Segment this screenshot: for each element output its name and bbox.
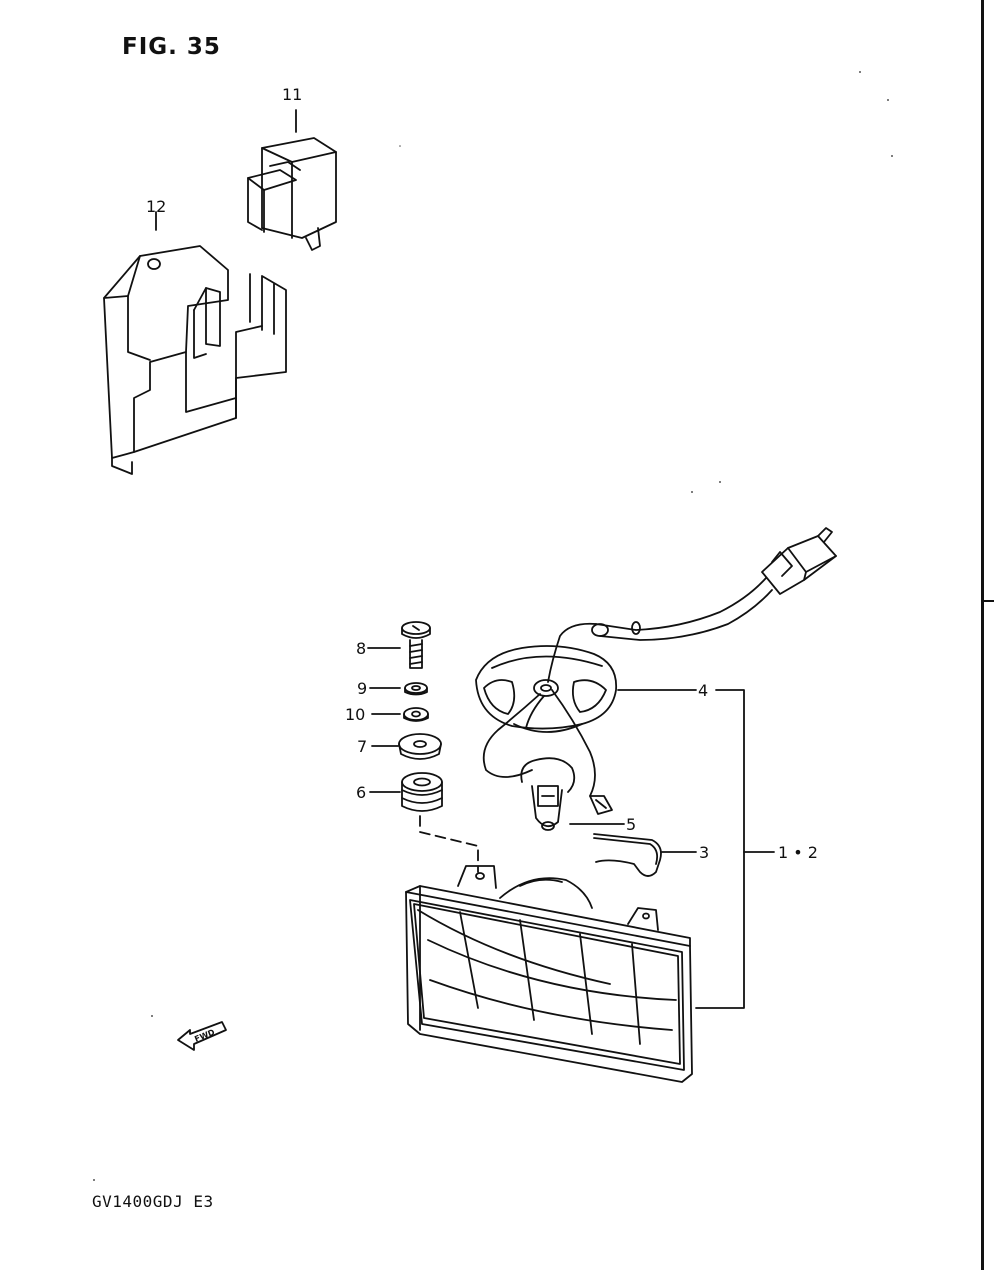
callout-7: 7 — [357, 737, 367, 756]
callout-1-2: 1 • 2 — [778, 843, 818, 862]
washer-10 — [403, 707, 429, 722]
figure-title: FIG. 35 — [122, 34, 221, 60]
callout-12: 12 — [146, 197, 166, 216]
callout-6: 6 — [356, 783, 366, 802]
bracket — [103, 211, 287, 475]
callout-5: 5 — [626, 815, 636, 834]
callout-4: 4 — [698, 681, 708, 700]
bulb-socket — [475, 527, 837, 797]
callout-11: 11 — [282, 85, 302, 104]
forward-arrow-label: FWD — [193, 1027, 216, 1043]
group-bracket-line — [695, 689, 745, 1009]
callout-9: 9 — [357, 679, 367, 698]
scan-specks — [93, 71, 893, 1181]
model-code: GV1400GDJ E3 — [92, 1192, 214, 1211]
callout-8: 8 — [356, 639, 366, 658]
page-edge-tick — [984, 600, 994, 602]
washer-9 — [404, 682, 428, 696]
grommet — [401, 772, 443, 812]
relay-unit — [247, 109, 337, 251]
screw — [401, 621, 431, 669]
collar — [398, 733, 442, 760]
forward-arrow-icon — [177, 1021, 227, 1051]
assembly-line — [419, 815, 479, 873]
page-edge-rule — [981, 0, 984, 1270]
callout-3: 3 — [699, 843, 709, 862]
spring-clip — [593, 833, 662, 877]
headlamp-unit — [405, 865, 693, 1083]
callout-10: 10 — [345, 705, 365, 724]
halogen-bulb — [520, 757, 613, 831]
